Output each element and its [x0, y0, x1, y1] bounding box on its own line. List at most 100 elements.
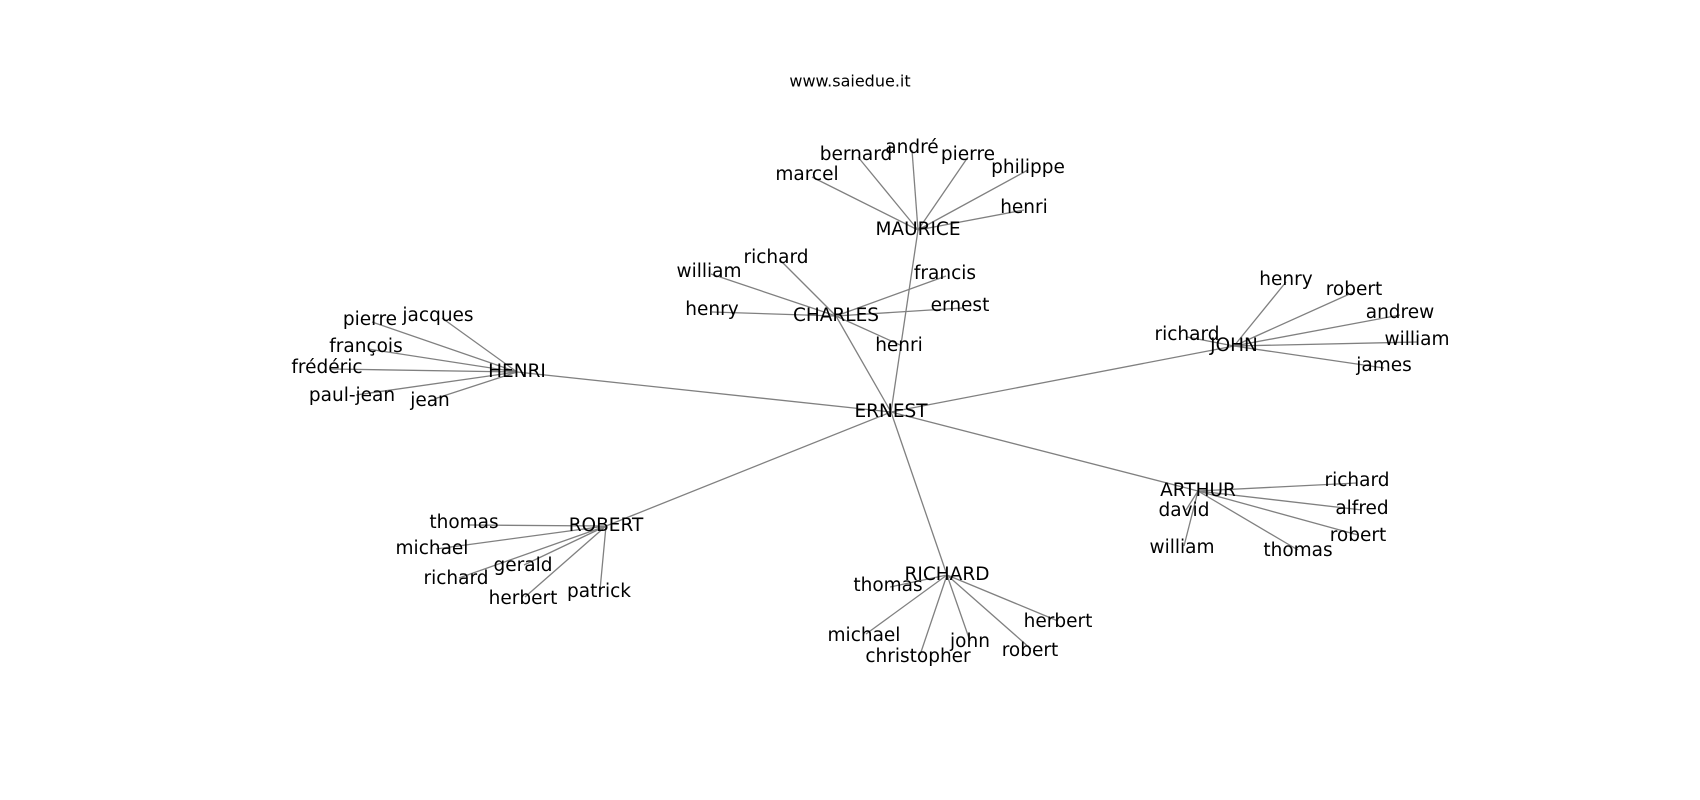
- child-node-label-richard-2: christopher: [865, 646, 971, 667]
- child-node-label-henri-4: paul-jean: [309, 385, 395, 406]
- child-node-label-henri-3: frédéric: [291, 357, 362, 378]
- edge-arthur-1: [1185, 490, 1199, 511]
- child-node-label-john-5: james: [1355, 355, 1412, 376]
- edge-john-5: [1233, 345, 1385, 369]
- edge-robert-3: [458, 525, 607, 579]
- child-node-label-robert-5: patrick: [567, 581, 631, 602]
- child-node-label-robert-1: michael: [396, 538, 469, 559]
- edge-henri-1: [441, 317, 518, 373]
- edge-maurice-4: [917, 169, 1029, 231]
- edge-charles-1: [779, 259, 837, 317]
- edge-richard-2: [919, 574, 948, 656]
- child-node-label-charles-0: william: [676, 261, 741, 282]
- child-node-label-arthur-1: david: [1159, 500, 1210, 521]
- child-node-label-john-3: andrew: [1366, 302, 1435, 323]
- child-node-label-maurice-3: pierre: [941, 144, 995, 165]
- edge-john-1: [1233, 281, 1287, 347]
- edge-robert-2: [523, 525, 607, 566]
- edge-henri-5: [433, 371, 518, 400]
- child-node-label-arthur-0: richard: [1324, 470, 1389, 491]
- child-node-label-charles-2: henry: [685, 299, 738, 320]
- child-node-label-richard-5: robert: [1002, 640, 1059, 661]
- child-node-label-henri-5: jean: [409, 390, 450, 411]
- edge-arthur-3: [1197, 490, 1359, 536]
- child-node-label-charles-4: ernest: [931, 295, 990, 316]
- edge-arthur-2: [1197, 490, 1363, 511]
- hub-node-label-arthur: ARTHUR: [1160, 480, 1236, 501]
- edge-robert-1: [435, 525, 607, 550]
- edge-john-0: [1186, 336, 1235, 347]
- child-node-label-john-0: richard: [1154, 324, 1219, 345]
- edge-robert-0: [467, 524, 607, 527]
- edge-charles-5: [835, 315, 901, 346]
- child-node-label-john-2: robert: [1326, 279, 1383, 300]
- child-node-label-henri-0: pierre: [343, 309, 397, 330]
- edge-charles-4: [835, 307, 963, 317]
- edge-charles-2: [711, 311, 837, 317]
- child-node-label-arthur-3: robert: [1330, 525, 1387, 546]
- edge-maurice-0: [811, 176, 919, 231]
- child-node-label-arthur-5: thomas: [1263, 540, 1332, 561]
- child-node-label-maurice-4: philippe: [991, 157, 1065, 178]
- child-node-label-arthur-4: william: [1149, 537, 1214, 558]
- child-node-label-richard-0: thomas: [853, 575, 922, 596]
- edge-root-maurice: [890, 229, 919, 413]
- edge-henri-4: [355, 371, 518, 396]
- hub-node-label-john: JOHN: [1209, 335, 1258, 356]
- child-node-label-maurice-0: marcel: [775, 164, 838, 185]
- edge-richard-1: [865, 574, 948, 635]
- edge-arthur-4: [1183, 490, 1199, 547]
- child-node-label-john-1: henry: [1259, 269, 1312, 290]
- site-title: www.saiedue.it: [789, 72, 910, 91]
- edge-richard-3: [946, 574, 971, 642]
- child-node-label-robert-3: richard: [423, 568, 488, 589]
- child-node-label-richard-1: michael: [828, 625, 901, 646]
- hub-node-label-richard: RICHARD: [905, 564, 990, 585]
- child-node-label-henri-1: jacques: [401, 305, 473, 326]
- child-node-label-charles-3: francis: [914, 263, 976, 284]
- child-node-label-charles-1: richard: [743, 247, 808, 268]
- edge-maurice-1: [857, 156, 919, 231]
- edge-arthur-5: [1197, 490, 1299, 551]
- edge-richard-4: [946, 574, 1059, 622]
- child-node-label-robert-0: thomas: [429, 512, 498, 533]
- edge-root-henri: [516, 371, 892, 413]
- hub-node-label-robert: ROBERT: [569, 515, 644, 536]
- hub-node-label-henri: HENRI: [488, 361, 546, 382]
- edge-arthur-0: [1197, 482, 1358, 492]
- edge-root-richard: [890, 411, 948, 576]
- edge-maurice-5: [917, 209, 1025, 231]
- root-node-label: ERNEST: [854, 401, 928, 422]
- edge-charles-3: [835, 275, 947, 317]
- child-node-label-maurice-2: andré: [885, 137, 938, 158]
- edge-john-3: [1233, 314, 1401, 347]
- child-node-label-robert-2: gerald: [494, 555, 553, 576]
- hub-node-label-maurice: MAURICE: [875, 219, 960, 240]
- edge-maurice-2: [911, 149, 919, 231]
- edge-henri-2: [367, 348, 518, 373]
- edge-root-robert: [605, 411, 892, 527]
- edge-maurice-3: [917, 156, 969, 231]
- edge-root-arthur: [890, 411, 1199, 492]
- edge-robert-5: [599, 525, 607, 591]
- edge-richard-0: [889, 574, 948, 588]
- edge-root-charles: [835, 315, 892, 413]
- edge-henri-3: [329, 368, 518, 373]
- child-node-label-arthur-2: alfred: [1335, 498, 1388, 519]
- edge-robert-4: [524, 525, 607, 598]
- edge-john-2: [1233, 291, 1355, 347]
- child-node-label-robert-4: herbert: [489, 588, 558, 609]
- child-node-label-richard-4: herbert: [1024, 611, 1093, 632]
- edge-henri-0: [371, 321, 518, 373]
- child-node-label-richard-3: john: [949, 631, 990, 652]
- edge-richard-5: [946, 574, 1032, 650]
- edge-root-john: [890, 345, 1235, 413]
- edge-john-4: [1233, 341, 1418, 347]
- edge-charles-0: [710, 273, 837, 317]
- child-node-label-charles-5: henri: [875, 335, 923, 356]
- hub-node-label-charles: CHARLES: [793, 305, 879, 326]
- child-node-label-maurice-5: henri: [1000, 197, 1048, 218]
- child-node-label-maurice-1: bernard: [820, 144, 893, 165]
